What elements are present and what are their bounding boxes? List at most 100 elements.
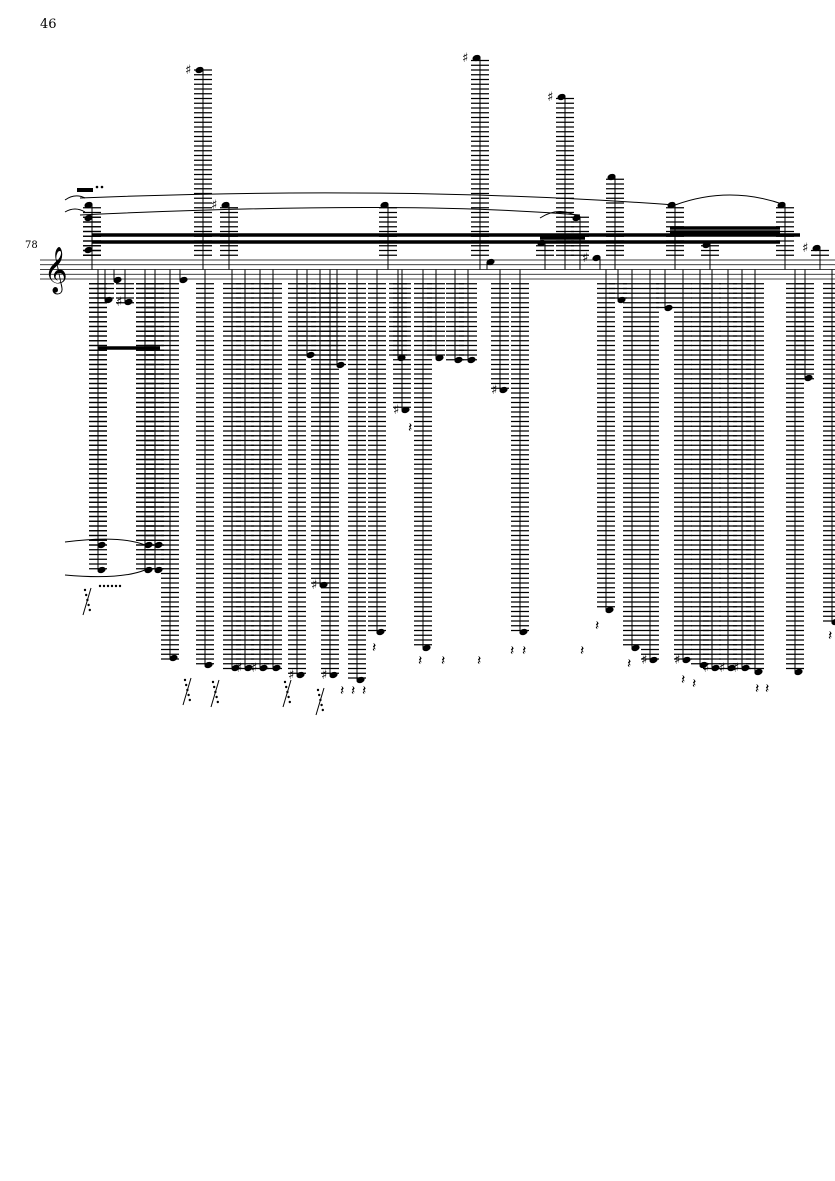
- note: ♯: [733, 269, 751, 676]
- sharp-icon: ♯: [321, 668, 327, 683]
- note: ♯: [582, 251, 601, 270]
- rest-icon: 𝄽: [522, 643, 526, 659]
- notehead: [259, 664, 268, 672]
- staff: [40, 259, 835, 280]
- note: ♯: [719, 269, 737, 676]
- note: [196, 269, 214, 669]
- tremolo-dot: [185, 683, 188, 687]
- rest-icon: 𝄽: [580, 643, 584, 659]
- note: [348, 269, 366, 684]
- note: ♯: [185, 63, 212, 270]
- note: [609, 269, 627, 304]
- notehead: [499, 386, 508, 394]
- sharp-icon: ♯: [116, 295, 122, 310]
- sharp-icon: ♯: [288, 668, 294, 683]
- tremolo-dot: [316, 688, 320, 692]
- rest-icon: 𝄽: [510, 643, 514, 659]
- tremolo-dot: [88, 608, 92, 612]
- dot: [114, 584, 118, 588]
- notehead: [231, 664, 240, 672]
- rest-icon: 𝄽: [681, 672, 685, 688]
- note: [746, 269, 764, 676]
- notehead: [376, 628, 385, 636]
- rest-icon: 𝄽: [340, 683, 344, 699]
- tie: [64, 208, 86, 213]
- treble-clef-icon: 𝄞: [44, 247, 68, 295]
- sharp-icon: ♯: [719, 661, 725, 676]
- note: [597, 269, 615, 614]
- rest-icon: 𝄽: [408, 420, 412, 436]
- note: ♯: [311, 269, 329, 593]
- note: ♯: [251, 269, 269, 676]
- notehead: [605, 606, 614, 614]
- note: ♯: [547, 90, 574, 270]
- notehead: [682, 656, 691, 664]
- notehead: [472, 54, 481, 62]
- sharp-icon: ♯: [802, 241, 808, 256]
- note: [486, 258, 495, 270]
- tremolo-dot: [216, 700, 219, 704]
- notehead: [204, 661, 213, 669]
- tremolo-dot: [320, 703, 323, 707]
- notehead: [296, 671, 305, 679]
- tremolo-dot: [288, 700, 291, 704]
- note: [427, 269, 445, 362]
- tremolo-dot: [215, 695, 218, 699]
- notehead: [754, 668, 763, 676]
- notehead: [154, 566, 163, 574]
- breve-rest: [77, 188, 93, 192]
- rest-icon: 𝄽: [627, 656, 631, 672]
- tremolo-dot: [285, 685, 288, 689]
- note: [796, 269, 814, 382]
- notehead: [592, 254, 601, 262]
- note: [823, 269, 835, 626]
- sharp-icon: ♯: [733, 661, 739, 676]
- notehead: [711, 664, 720, 672]
- notehead: [467, 356, 476, 364]
- notehead: [649, 656, 658, 664]
- note: [606, 173, 624, 270]
- notehead: [831, 618, 835, 626]
- rest-icon: 𝄽: [828, 628, 832, 644]
- sharp-icon: ♯: [236, 661, 242, 676]
- note: [656, 269, 674, 312]
- note: [146, 269, 164, 574]
- notehead: [422, 644, 431, 652]
- dot: [100, 185, 104, 189]
- notehead: [356, 676, 365, 684]
- sharp-icon: ♯: [491, 383, 497, 398]
- notehead: [664, 304, 673, 312]
- note: [511, 269, 529, 636]
- note: [368, 269, 386, 636]
- notehead: [104, 296, 113, 304]
- sharp-icon: ♯: [641, 653, 647, 668]
- grace-slash: [82, 587, 92, 616]
- tie: [64, 569, 146, 578]
- dot: [106, 584, 110, 588]
- notehead: [727, 664, 736, 672]
- note: [786, 269, 804, 676]
- rest-icon: 𝄽: [477, 653, 481, 669]
- notehead: [244, 664, 253, 672]
- tremolo-dot: [85, 593, 88, 597]
- notehead: [804, 374, 813, 382]
- notehead: [486, 258, 495, 266]
- tremolo-dot: [87, 603, 90, 607]
- sharp-icon: ♯: [311, 578, 317, 593]
- note: ♯: [674, 269, 692, 668]
- note: [414, 269, 432, 652]
- tremolo-dot: [318, 693, 321, 697]
- notehead: [812, 244, 821, 252]
- grace-slash: [182, 677, 192, 706]
- notehead: [169, 654, 178, 662]
- page-number: 46: [40, 17, 57, 32]
- note: [89, 269, 107, 574]
- tremolo-dot: [211, 680, 215, 684]
- notehead: [97, 566, 106, 574]
- notehead: [401, 406, 410, 414]
- tie: [674, 194, 786, 206]
- note: [96, 269, 114, 304]
- note: [623, 269, 641, 652]
- tremolo-dot: [321, 708, 324, 712]
